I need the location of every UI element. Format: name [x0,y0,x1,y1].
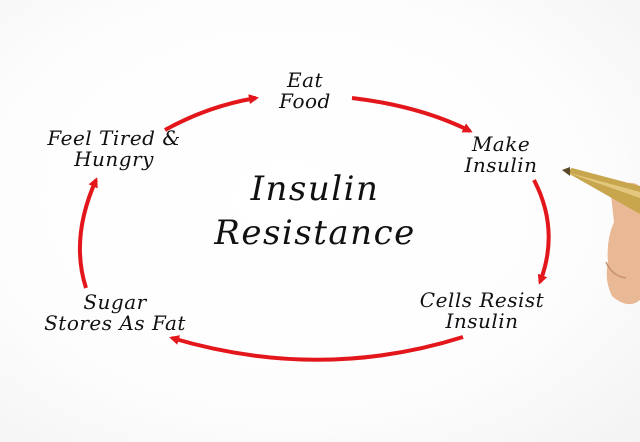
center-title: Insulin Resistance [170,169,460,253]
step-cells-resist-line2: Insulin [445,309,519,333]
arrow-fat-to-tired [77,177,98,289]
step-cells-resist-line1: Cells Resist [419,288,545,312]
step-sugar-line1: Sugar [83,290,147,314]
step-eat-food-line2: Food [279,89,331,113]
step-make-insulin-line1: Make [471,132,531,156]
step-eat-food-line1: Eat [286,68,324,92]
arrow-resist-to-fat [169,335,464,362]
step-cells-resist: Cells Resist Insulin [392,290,572,332]
step-sugar-stores-fat: Sugar Stores As Fat [10,292,220,334]
step-feel-tired-line2: Hungry [74,147,154,171]
center-title-line2: Resistance [214,212,416,253]
arrow-eat-to-make [351,96,473,133]
pen-hand-illustration [562,167,640,305]
step-make-insulin: Make Insulin [436,134,566,176]
step-eat-food: Eat Food [255,70,355,112]
step-sugar-line2: Stores As Fat [44,311,186,335]
step-make-insulin-line2: Insulin [464,153,538,177]
center-title-line1: Insulin [250,169,380,209]
step-feel-tired: Feel Tired & Hungry [14,128,214,170]
arrow-tired-to-eat [164,94,259,132]
arrow-make-to-resist [532,179,551,285]
step-feel-tired-line1: Feel Tired & [47,126,181,150]
